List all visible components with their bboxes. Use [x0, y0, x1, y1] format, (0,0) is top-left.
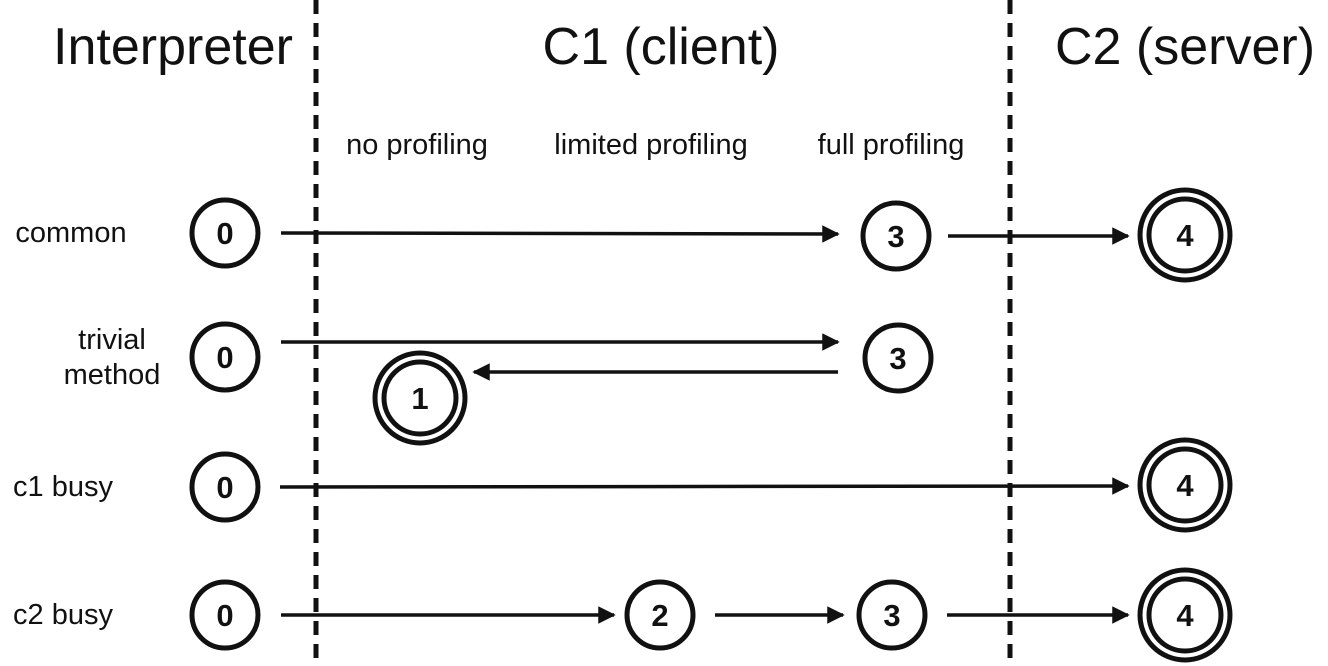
column-header-interpreter: Interpreter [53, 18, 293, 76]
arrow-common-0-to-3 [280, 225, 840, 243]
state-node-c2busy-2: 2 [624, 579, 696, 651]
row-label-common: common [15, 217, 126, 249]
row-label-c1-busy: c1 busy [13, 471, 113, 503]
state-value: 0 [216, 598, 233, 633]
state-value: 2 [651, 598, 668, 633]
phase-label-no-profiling: no profiling [346, 129, 488, 161]
state-value: 0 [216, 216, 233, 251]
state-value: 4 [1176, 218, 1194, 253]
column-header-c2-server: C2 (server) [1055, 18, 1315, 76]
state-value: 0 [216, 470, 233, 505]
state-value: 1 [411, 381, 428, 416]
state-node-c2busy-0: 0 [189, 579, 261, 651]
state-node-common-0: 0 [189, 197, 261, 269]
row-label-c2-busy: c2 busy [13, 599, 113, 631]
state-node-c1busy-4-accepting: 4 [1137, 437, 1233, 533]
state-node-c1busy-0: 0 [189, 451, 261, 523]
state-value: 3 [883, 598, 900, 633]
state-node-common-4-accepting: 4 [1137, 187, 1233, 283]
state-node-c2busy-3: 3 [856, 579, 928, 651]
state-node-common-3: 3 [860, 200, 932, 272]
phase-label-limited-profiling: limited profiling [554, 129, 747, 161]
state-value: 3 [887, 219, 904, 254]
state-value: 0 [216, 340, 233, 375]
state-node-trivial-0: 0 [189, 321, 261, 393]
phase-label-full-profiling: full profiling [818, 129, 965, 161]
arrow-c1busy-0-to-4 [279, 477, 1130, 495]
row-label-trivial-method-line1: trivial [78, 324, 146, 356]
state-value: 4 [1176, 468, 1194, 503]
row-label-trivial-method-line2: method [64, 359, 161, 391]
state-value: 3 [889, 341, 906, 376]
state-node-trivial-1-accepting: 1 [372, 350, 468, 446]
state-node-c2busy-4-accepting: 4 [1137, 567, 1233, 663]
state-node-trivial-3: 3 [862, 322, 934, 394]
state-value: 4 [1176, 598, 1194, 633]
column-header-c1-client: C1 (client) [543, 18, 780, 76]
